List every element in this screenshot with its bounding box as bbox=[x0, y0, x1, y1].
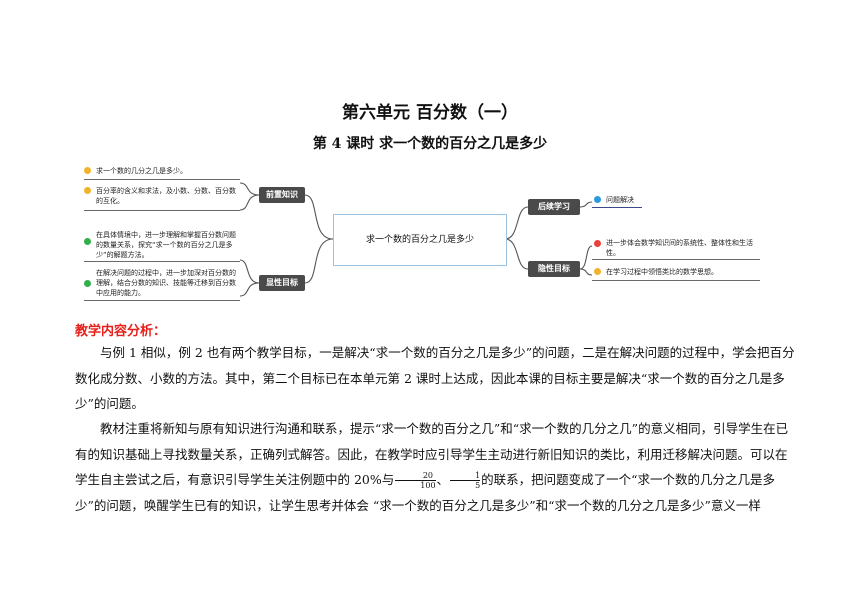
plus-icon bbox=[594, 240, 601, 247]
paragraph-2-text-b: 的联系，把问题变成了一个“求一个数的几分之几是多少”的问题，唤醒学生已有的知识，… bbox=[75, 472, 776, 513]
page-title: 第六单元 百分数（一） bbox=[342, 103, 518, 123]
leaf-implicit-1: 进一步体会数学知识间的系统性、整体性和生活性。 bbox=[606, 239, 753, 257]
node-prerequisite: 前置知识 bbox=[259, 187, 305, 203]
lesson-subtitle: 第 4 课时 求一个数的百分之几是多少 bbox=[312, 136, 548, 152]
leaf-underline bbox=[592, 207, 642, 208]
check-icon bbox=[84, 238, 91, 245]
paragraph-2-text-a: 教材注重将新知与原有知识进行沟通和联系，提示“求一个数的百分之几”和“求一个数的… bbox=[75, 421, 789, 487]
paragraph-1: 与例 1 相似，例 2 也有两个教学目标，一是解决“求一个数的百分之几是多少”的… bbox=[75, 340, 795, 417]
leaf-implicit-2: 在学习过程中领悟类比的数学思想。 bbox=[606, 268, 718, 276]
emoji-icon bbox=[594, 268, 601, 275]
emoji-icon bbox=[84, 167, 91, 174]
leaf-underline bbox=[84, 261, 240, 262]
mindmap-center-node: 求一个数的百分之几是多少 bbox=[333, 214, 507, 266]
paragraph-1-text: 与例 1 相似，例 2 也有两个教学目标，一是解决“求一个数的百分之几是多少”的… bbox=[75, 345, 795, 411]
leaf-underline bbox=[592, 280, 760, 281]
paragraph-2: 教材注重将新知与原有知识进行沟通和联系，提示“求一个数的百分之几”和“求一个数的… bbox=[75, 416, 795, 518]
leaf-goal-2: 在解决问题的过程中，进一步加深对百分数的理解，结合分数的知识、技能等迁移到百分数… bbox=[96, 269, 236, 297]
leaf-prereq-1: 求一个数的几分之几是多少。 bbox=[96, 167, 187, 175]
emoji-icon bbox=[84, 187, 91, 194]
section-heading: 教学内容分析： bbox=[75, 324, 167, 339]
leaf-underline bbox=[84, 300, 240, 301]
leaf-underline bbox=[84, 179, 240, 180]
check-icon bbox=[84, 280, 91, 287]
leaf-underline bbox=[84, 210, 240, 211]
info-icon bbox=[594, 196, 601, 203]
separator: 、 bbox=[436, 472, 450, 487]
node-implicit-goals: 隐性目标 bbox=[528, 261, 580, 277]
leaf-prereq-2: 百分率的含义和求法，及小数、分数、百分数的互化。 bbox=[96, 187, 236, 205]
leaf-goal-1: 在具体情境中，进一步理解和掌握百分数问题的数量关系，探究“求一个数的百分之几是多… bbox=[96, 231, 236, 259]
leaf-follow-up-1: 问题解决 bbox=[606, 196, 634, 204]
node-follow-up: 后续学习 bbox=[528, 199, 580, 215]
mindmap-connectors bbox=[239, 182, 593, 297]
leaf-underline bbox=[592, 259, 760, 260]
node-explicit-goals: 显性目标 bbox=[259, 275, 305, 291]
